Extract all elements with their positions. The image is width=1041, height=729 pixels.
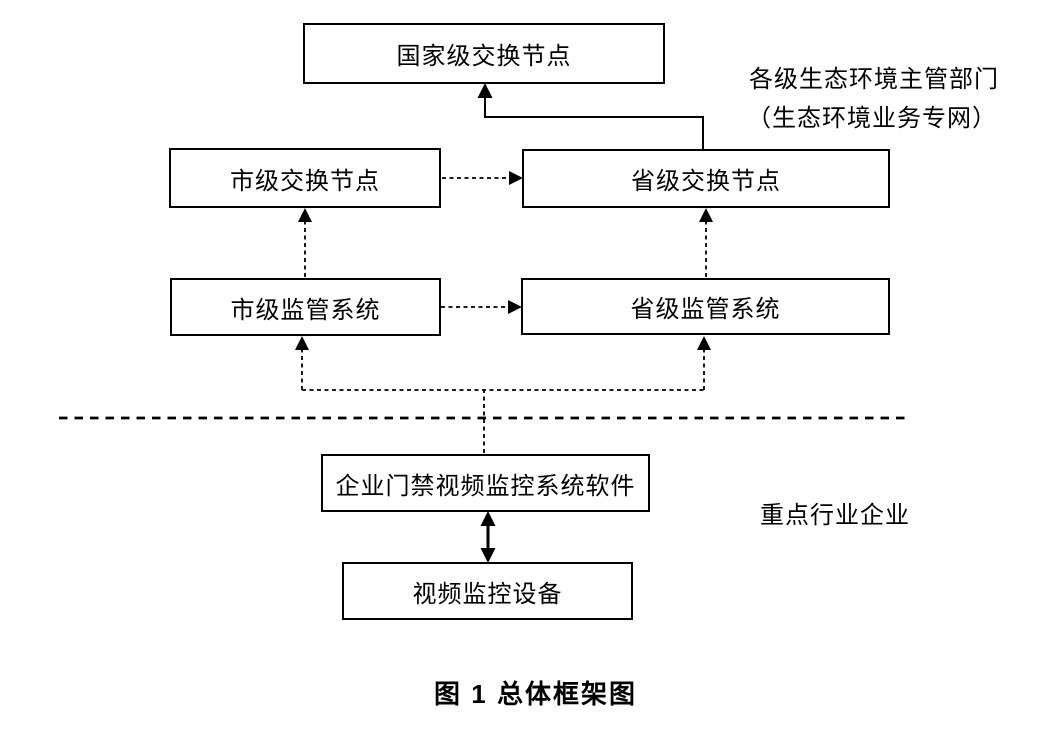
node-national-exchange-label: 国家级交换节点 xyxy=(396,44,572,70)
edge-province-supervision-to-province-exchange xyxy=(699,208,713,277)
node-province-exchange-label: 省级交换节点 xyxy=(631,169,781,195)
node-video-device: 视频监控设备 xyxy=(342,562,633,620)
edge-enterprise-to-supervision-systems xyxy=(295,336,711,453)
node-enterprise-software: 企业门禁视频监控系统软件 xyxy=(321,454,650,512)
annotation-gov-zone-line2: （生态环境业务专网） xyxy=(747,106,997,132)
edge-city-supervision-to-city-exchange xyxy=(298,208,312,277)
edge-city-supervision-to-province-supervision xyxy=(441,300,522,314)
edge-city-exchange-to-province-exchange xyxy=(442,171,523,185)
node-province-exchange: 省级交换节点 xyxy=(522,149,890,208)
node-video-device-label: 视频监控设备 xyxy=(412,581,563,608)
node-city-exchange: 市级交换节点 xyxy=(169,148,441,208)
node-city-supervision-label: 市级监管系统 xyxy=(230,297,381,324)
annotation-gov-zone-line1: 各级生态环境主管部门 xyxy=(749,67,999,93)
node-enterprise-software-label: 企业门禁视频监控系统软件 xyxy=(335,473,636,500)
annotation-enterprise-zone: 重点行业企业 xyxy=(760,503,910,529)
node-province-supervision: 省级监管系统 xyxy=(521,278,890,335)
node-city-supervision: 市级监管系统 xyxy=(170,278,441,336)
figure-caption: 图 1 总体框架图 xyxy=(434,679,637,709)
edge-enterprise-software-video-device xyxy=(480,511,496,563)
node-province-supervision-label: 省级监管系统 xyxy=(630,297,781,323)
edge-province-exchange-to-national xyxy=(477,83,704,149)
node-city-exchange-label: 市级交换节点 xyxy=(230,168,380,195)
node-national-exchange: 国家级交换节点 xyxy=(303,23,665,84)
